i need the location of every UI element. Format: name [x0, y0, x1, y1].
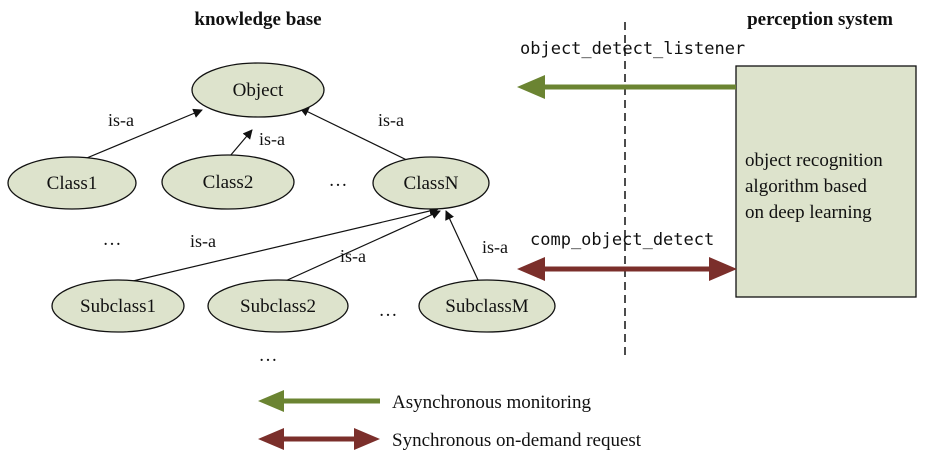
- edge-subclass2-classn: [282, 210, 441, 283]
- edge-class2-object: [229, 129, 253, 157]
- node-subclass2-label: Subclass2: [240, 296, 316, 317]
- detect-channel-label: comp_object_detect: [530, 230, 714, 250]
- knowledge-base-heading: knowledge base: [194, 9, 321, 30]
- perception-box-line-1: object recognition: [745, 150, 883, 171]
- isa-label-subclass2: is-a: [340, 246, 366, 266]
- perception-box-line-2: algorithm based: [745, 176, 867, 197]
- node-object-label: Object: [233, 80, 284, 101]
- perception-box[interactable]: object recognition algorithm based on de…: [735, 65, 917, 298]
- node-subclassm[interactable]: SubclassM: [418, 279, 556, 333]
- ellipsis-subclass-row-below: …: [259, 345, 278, 366]
- node-classn-label: ClassN: [404, 173, 459, 194]
- node-subclassm-label: SubclassM: [445, 296, 529, 317]
- node-class1-label: Class1: [47, 173, 98, 194]
- detect-sync-arrow: [517, 257, 737, 281]
- edge-classn-object: [299, 107, 416, 165]
- legend-sync-label: Synchronous on-demand request: [392, 430, 642, 451]
- legend-async-arrow: [258, 390, 380, 412]
- listener-async-arrow: [517, 75, 736, 99]
- legend: Asynchronous monitoring Synchronous on-d…: [258, 390, 642, 451]
- node-subclass2[interactable]: Subclass2: [207, 279, 349, 333]
- node-subclass1[interactable]: Subclass1: [51, 279, 185, 333]
- perception-system-heading: perception system: [747, 9, 893, 30]
- edge-subclassm-classn: [445, 210, 479, 281]
- edge-subclass1-classn: [119, 206, 439, 285]
- node-class2[interactable]: Class2: [161, 154, 295, 210]
- ellipsis-classes: …: [329, 170, 348, 191]
- ellipsis-class-row-left: …: [103, 229, 122, 250]
- legend-async-label: Asynchronous monitoring: [392, 392, 591, 413]
- isa-label-class2: is-a: [259, 129, 285, 149]
- listener-channel-label: object_detect_listener: [520, 39, 745, 59]
- ellipsis-subclasses: …: [379, 300, 398, 321]
- node-object[interactable]: Object: [191, 62, 325, 118]
- svg-text:object recognition algor: object recognition algorithm based on de…: [745, 150, 887, 223]
- isa-label-classn: is-a: [378, 110, 404, 130]
- legend-sync-arrow: [258, 428, 380, 450]
- isa-label-class1: is-a: [108, 110, 134, 130]
- isa-label-subclassm: is-a: [482, 237, 508, 257]
- node-subclass1-label: Subclass1: [80, 296, 156, 317]
- node-classn[interactable]: ClassN: [372, 156, 490, 210]
- isa-label-subclass1: is-a: [190, 231, 216, 251]
- edge-class1-object: [69, 108, 203, 166]
- node-class2-label: Class2: [203, 172, 254, 193]
- perception-box-line-3: on deep learning: [745, 202, 872, 223]
- node-class1[interactable]: Class1: [7, 156, 137, 210]
